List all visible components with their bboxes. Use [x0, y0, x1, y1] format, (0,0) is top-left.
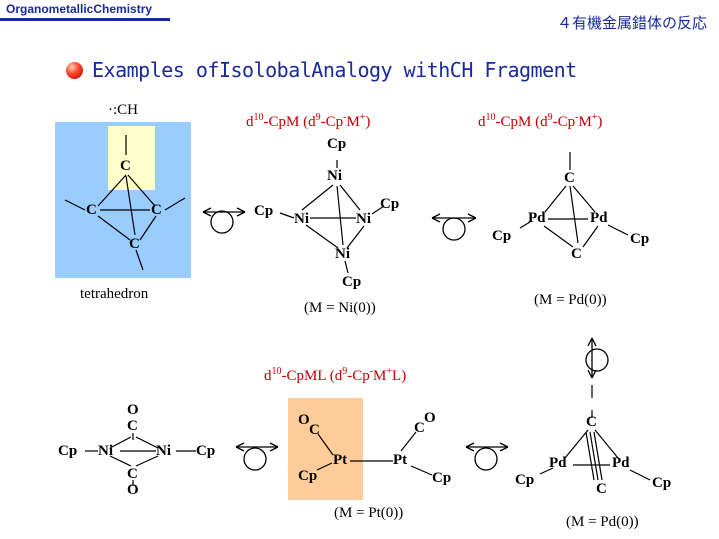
atom-o: O: [298, 412, 310, 428]
atom-cp: Cp: [254, 203, 274, 219]
atom-cp: Cp: [432, 470, 452, 486]
atom-o: O: [127, 482, 139, 498]
chapter-title: ４有機金属錯体の反応: [556, 14, 707, 32]
atom-c: C: [129, 236, 140, 252]
atom-pt: Pt: [393, 452, 408, 468]
top-right-group-label: d10-CpM (d9-Cp-M+): [478, 112, 603, 130]
atom-c: C: [127, 466, 138, 482]
pd-caption-bottom: (M = Pd(0)): [566, 514, 639, 530]
atom-ni: Ni: [356, 211, 371, 227]
atom-cp: Cp: [630, 231, 650, 247]
atom-c: C: [120, 158, 131, 174]
pt-fragment-box: [288, 398, 363, 500]
tetrahedron-caption: tetrahedron: [80, 286, 149, 302]
atom-o: O: [127, 402, 139, 418]
course-title: OrganometallicChemistry: [6, 2, 153, 16]
atom-cp: Cp: [58, 443, 78, 459]
pt-caption: (M = Pt(0)): [334, 505, 404, 521]
atom-cp: Cp: [298, 468, 318, 484]
bottom-group-label: d10-CpML (d9-Cp-M+L): [264, 366, 407, 384]
atom-c: C: [414, 420, 425, 436]
atom-cp: Cp: [327, 136, 347, 152]
atom-c: C: [127, 418, 138, 434]
bullet-icon: [66, 62, 83, 79]
ni-caption: (M = Ni(0)): [304, 300, 376, 316]
atom-ni: Ni: [294, 211, 309, 227]
atom-ni: Ni: [335, 246, 350, 262]
atom-c: C: [564, 170, 575, 186]
atom-ni: Ni: [327, 168, 342, 184]
atom-c: C: [86, 202, 97, 218]
atom-cp: Cp: [492, 228, 512, 244]
slide-title: Examples ofIsolobalAnalogy withCH Fragme…: [92, 58, 577, 82]
atom-cp: Cp: [342, 274, 362, 290]
atom-pd: Pd: [528, 210, 546, 226]
isolobal-arrows: [202, 207, 609, 471]
atom-pt: Pt: [333, 452, 348, 468]
atom-c: C: [586, 414, 597, 430]
atom-cp: Cp: [652, 475, 672, 491]
atom-c: C: [596, 481, 607, 497]
atom-pd: Pd: [590, 210, 608, 226]
atom-ni: Ni: [98, 443, 113, 459]
atom-c: C: [571, 246, 582, 262]
top-left-group-label: d10-CpM (d9-Cp-M+): [246, 112, 371, 130]
atom-cp: Cp: [196, 443, 216, 459]
atom-cp: Cp: [515, 472, 535, 488]
atom-ni: Ni: [156, 443, 171, 459]
atom-pd: Pd: [549, 455, 567, 471]
atom-o: O: [424, 410, 436, 426]
ch-caption: ·:CH: [108, 102, 138, 118]
pd-caption-top: (M = Pd(0)): [534, 292, 607, 308]
header-underline: [0, 18, 170, 21]
atom-pd: Pd: [612, 455, 630, 471]
atom-cp: Cp: [380, 196, 400, 212]
atom-c: C: [151, 202, 162, 218]
atom-c: C: [309, 422, 320, 438]
